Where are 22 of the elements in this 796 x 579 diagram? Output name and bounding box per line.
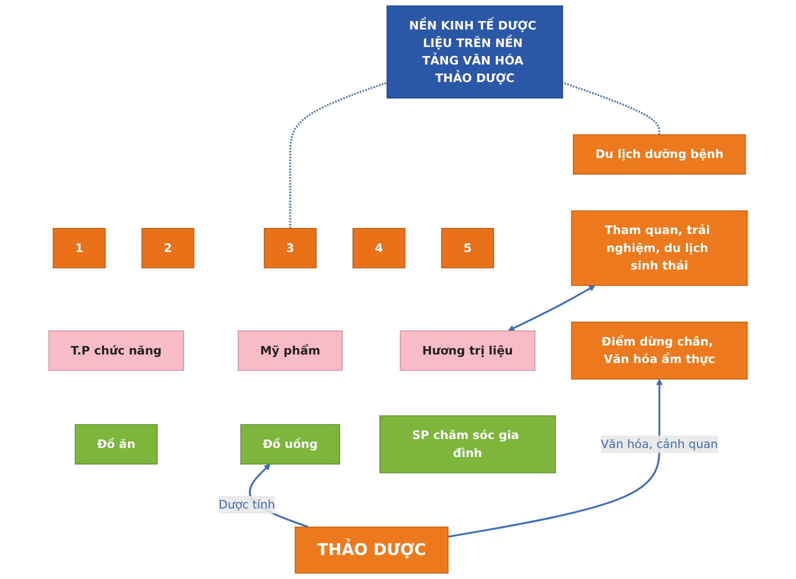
node-box: Mỹ phẩm — [238, 330, 343, 371]
arrow — [448, 378, 663, 538]
node-box: NỀN KINH TẾ DƯỢC LIỆU TRÊN NỀN TẢNG VĂN HÓA THẢO DƯỢC — [386, 6, 563, 98]
node-box: THẢO DƯỢC — [294, 526, 448, 574]
connector — [289, 82, 388, 228]
node-box: T.P chức năng — [48, 330, 184, 371]
node-box: Đồ uống — [240, 424, 340, 464]
connector — [562, 82, 660, 135]
node-box: 3 — [264, 228, 317, 268]
node-box: SP chăm sóc gia đình — [379, 415, 556, 474]
arrow — [508, 285, 596, 332]
node-box: Tham quan, trải nghiệm, du lịch sinh thái — [571, 210, 748, 286]
node-box: Hương trị liệu — [400, 330, 536, 371]
node-box: 2 — [141, 228, 194, 268]
edge-label: Dược tính — [218, 497, 276, 512]
node-box: 5 — [441, 228, 494, 268]
edge-label: Văn hóa, cảnh quan — [600, 436, 718, 451]
node-box: Du lịch dưỡng bệnh — [573, 134, 746, 175]
node-box: 4 — [352, 228, 406, 268]
node-box: Điểm dừng chân, Văn hóa ẩm thực — [571, 322, 748, 380]
node-box: Đồ ăn — [74, 424, 158, 464]
node-box: 1 — [52, 228, 106, 268]
